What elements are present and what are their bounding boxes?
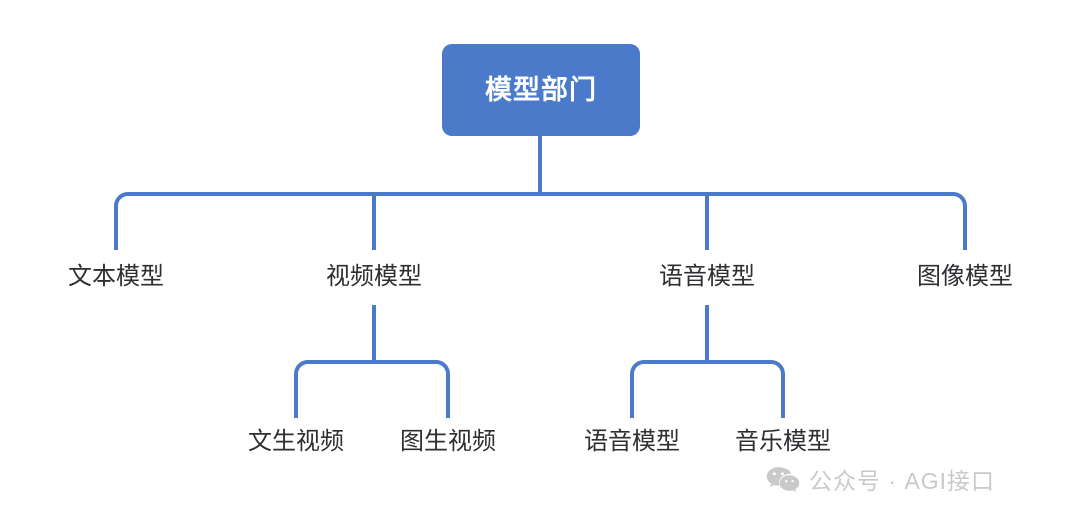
watermark-text: 公众号 · AGI接口 [809,467,996,494]
node-image-model[interactable]: 图像模型 [917,263,1013,290]
node-text-model[interactable]: 文本模型 [68,263,164,290]
watermark: 公众号 · AGI接口 [766,466,995,496]
node-text-to-video[interactable]: 文生视频 [248,428,344,455]
node-root-label: 模型部门 [485,74,597,105]
node-music-model[interactable]: 音乐模型 [735,428,831,455]
node-video-model[interactable]: 视频模型 [326,263,422,290]
node-image-to-video[interactable]: 图生视频 [400,428,496,455]
connector-voice-bus [630,360,785,418]
node-speech-model[interactable]: 语音模型 [584,428,680,455]
node-root[interactable]: 模型部门 [442,44,640,136]
wechat-icon [766,467,800,493]
connector-level2-bus [114,192,967,250]
node-voice-model[interactable]: 语音模型 [659,263,755,290]
connector-video-bus [294,360,450,418]
